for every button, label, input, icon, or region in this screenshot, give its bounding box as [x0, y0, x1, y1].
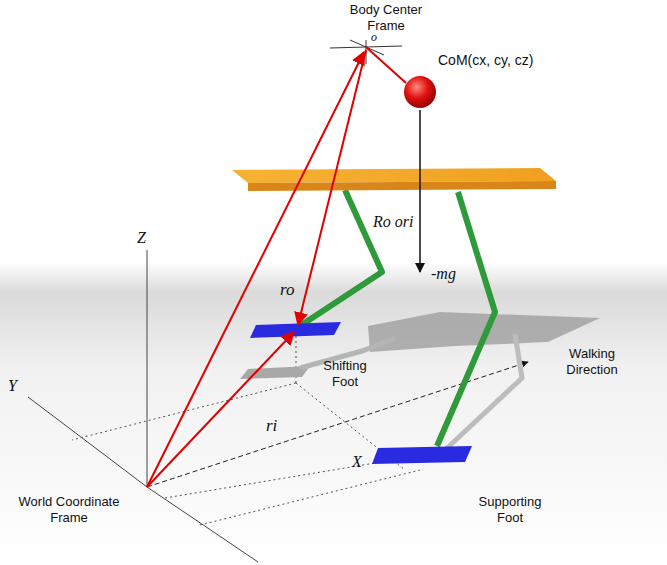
- vector-label: Ro ori: [373, 212, 413, 231]
- guide-lines: [72, 336, 420, 525]
- vector-label: ri: [266, 416, 277, 436]
- com-label: CoM(cx, cy, cz): [438, 52, 533, 69]
- axis-label: X: [352, 452, 362, 471]
- axis-label: Z: [137, 228, 146, 247]
- axis-label: Y: [8, 376, 17, 395]
- body-board-edge: [248, 181, 556, 191]
- shifting-leg: [300, 190, 382, 326]
- position-vectors: [147, 47, 406, 487]
- frame-label: World Coordinate Frame: [12, 494, 126, 525]
- direction-label: Walking Direction: [552, 346, 632, 377]
- foot-label: Shifting Foot: [314, 358, 376, 389]
- gravity-arrow: [419, 110, 421, 272]
- foot-label: Supporting Foot: [470, 494, 550, 525]
- frame-origin: o: [371, 30, 377, 44]
- shifting-foot: [250, 322, 341, 338]
- force-label: -mg: [431, 264, 456, 283]
- supporting-foot: [372, 446, 472, 464]
- supporting-leg: [437, 192, 495, 446]
- com-ball: [404, 76, 436, 108]
- body-board: [232, 168, 556, 183]
- vector-label: ro: [280, 280, 295, 300]
- frame-title: Body Center Frame: [340, 2, 432, 33]
